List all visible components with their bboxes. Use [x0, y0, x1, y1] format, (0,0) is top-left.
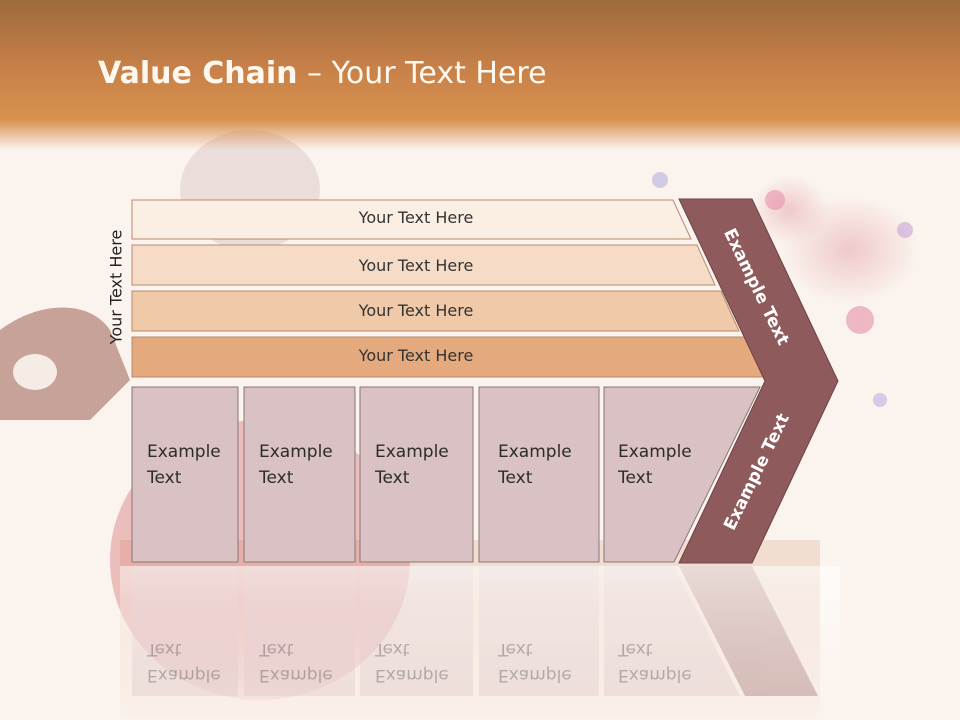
box-label-3: Example Text — [375, 442, 449, 488]
box-label-4: Example Text — [498, 442, 572, 488]
bar-2 — [131, 244, 716, 286]
bar-label-1: Your Text Here — [358, 208, 474, 227]
side-label: Your Text Here — [106, 229, 126, 345]
chevron-arrow — [678, 198, 839, 564]
box-3 — [359, 386, 474, 563]
bar-label-2: Your Text Here — [358, 256, 474, 275]
box-label-5: Example Text — [618, 442, 692, 488]
bar-label-3: Your Text Here — [358, 301, 474, 320]
box-1 — [131, 386, 239, 563]
title-bold: Value Chain — [98, 56, 298, 91]
bar-3 — [131, 290, 740, 332]
box-label-1: Example Text — [147, 442, 221, 488]
bar-label-4: Your Text Here — [358, 346, 474, 365]
box-2 — [243, 386, 356, 563]
title-rest: – Your Text Here — [297, 56, 547, 91]
bar-1 — [131, 199, 692, 240]
box-5 — [603, 386, 761, 563]
box-label-2: Example Text — [259, 442, 333, 488]
title-bar — [0, 0, 960, 150]
box-4 — [478, 386, 600, 563]
slide-title: Value Chain – Your Text Here — [98, 56, 547, 91]
